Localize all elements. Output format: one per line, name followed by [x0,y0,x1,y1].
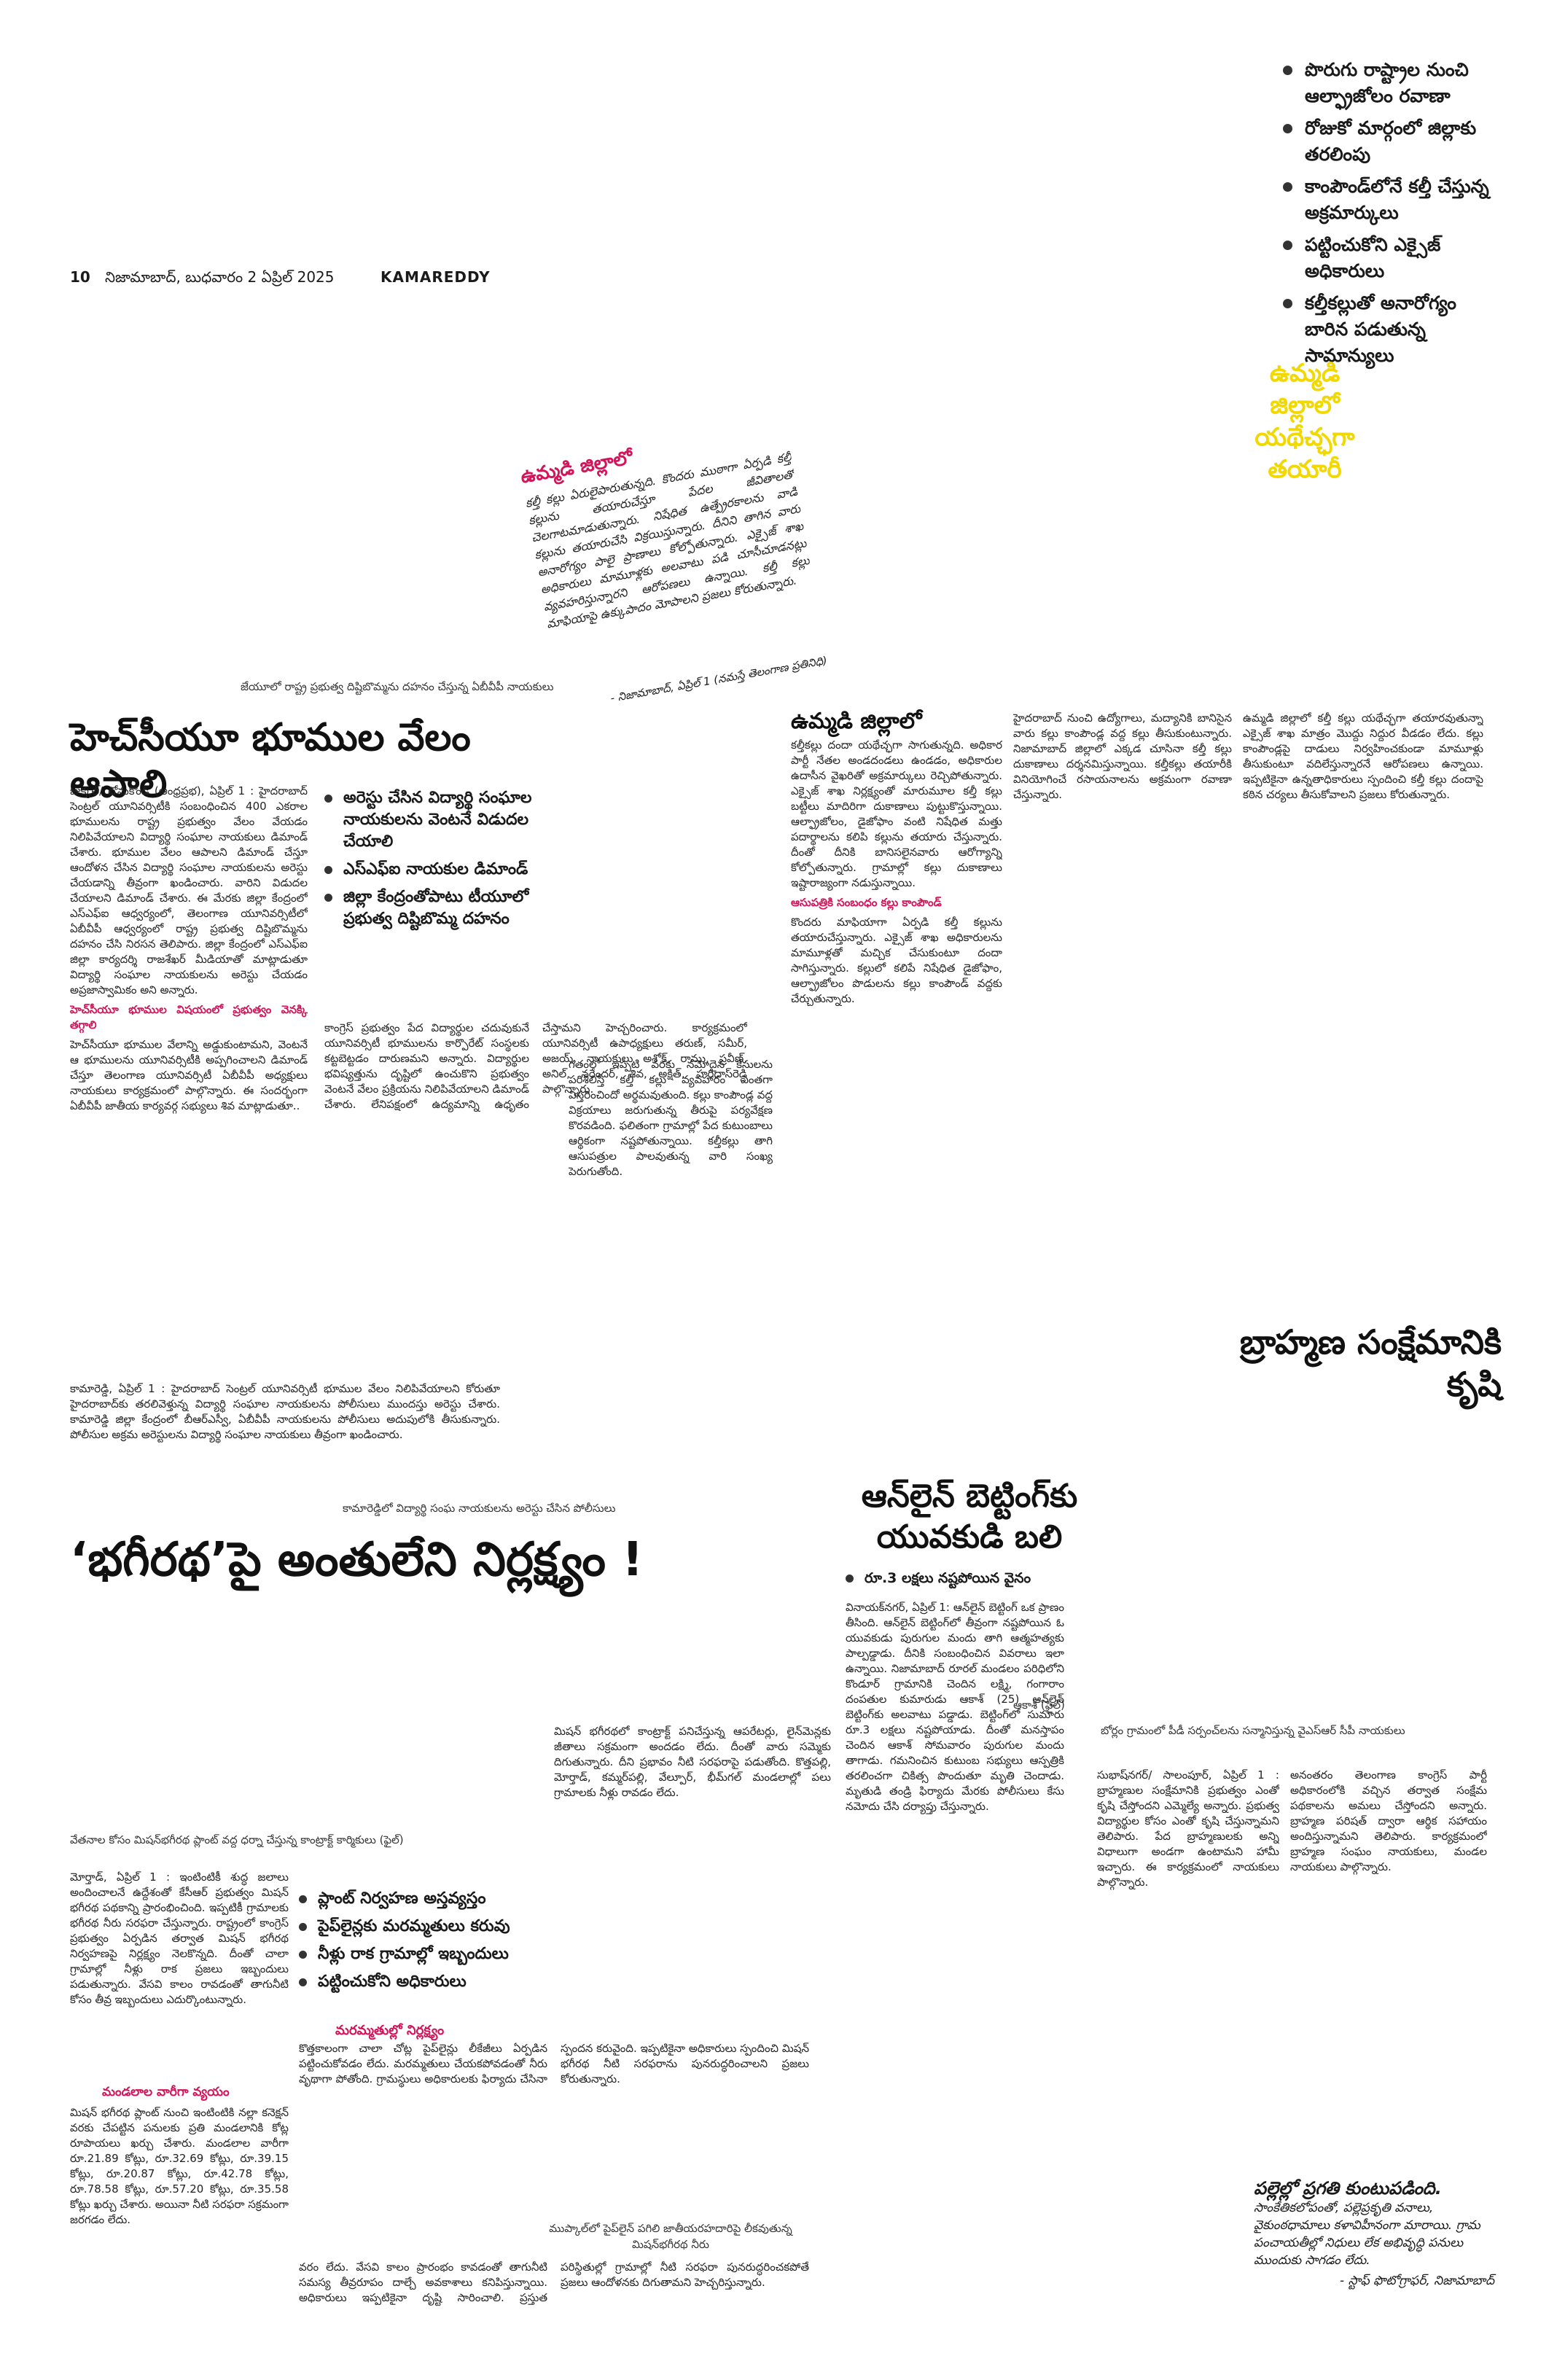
bhagiratha-body5: వరం లేదు. వేసవి కాలం ప్రారంభం కావడంతో తా… [299,2260,809,2304]
bhagiratha-body3: మిషన్ భగీరథలో కాంట్రాక్ట్ పనిచేస్తున్న ఆ… [554,1725,831,1799]
brahmin-caption: బోర్లం గ్రామంలో పీడీ సర్పంచ్‌లను సన్మాని… [1101,1724,1405,1737]
bullet-item: కాంపౌండ్‌లోనే కల్తీ చేస్తున్న అక్రమార్కు… [1283,173,1502,226]
bhagiratha-bullets: ప్లాంట్ నిర్వహణ అస్తవ్యస్తం పైప్‌లైన్లకు… [299,1888,547,1999]
top-right-bullets: పొరుగు రాష్ట్రాల నుంచి ఆల్ఫ్రాజోలం రవాణా… [1283,57,1502,375]
bullet-dot-icon [299,1978,307,1986]
bullet-item: రూ.3 లక్షలు నష్టపోయిన వైనం [846,1567,1152,1589]
bullet-dot-icon [1283,241,1292,250]
bullet-dot-icon [324,795,332,803]
bullet-dot-icon [1283,299,1292,308]
section-name: KAMAREDDY [381,268,491,286]
betting-photo-caption: ఆకాశ్ (ఫైల్) [1013,1698,1065,1712]
hcu-subhead: హెచ్‌సీయూ భూముల విషయంలో ప్రభుత్వం వెనక్క… [70,1003,308,1031]
bullet-dot-icon [1283,66,1292,75]
page-number: 10 [70,268,90,286]
bullet-dot-icon [324,894,332,902]
bullet-dot-icon [324,866,332,874]
bullet-item: ఎస్ఎఫ్ఐ నాయకుల డిమాండ్ [324,859,536,881]
bullet-dot-icon [299,1951,307,1959]
bullet-item: పొరుగు రాష్ట్రాల నుంచి ఆల్ఫ్రాజోలం రవాణా [1283,57,1502,109]
bullet-dot-icon [1283,182,1292,192]
bullet-dot-icon [846,1575,854,1583]
bullet-item: పట్టించుకోని ఎక్సైజ్ అధికారులు [1283,232,1502,284]
arrest-caption: కామారెడ్డిలో విద్యార్థి సంఘ నాయకులను అరె… [343,1502,616,1515]
betting-headline: ఆన్‌లైన్ బెట్టింగ్‌కు యువకుడి బలి [861,1478,1078,1556]
bullet-item: రోజుకో మార్గంలో జిల్లాకు తరలింపు [1283,115,1502,168]
hcu-headline: హెచ్‌సీయూ భూముల వేలం ఆపాలి [70,716,471,806]
bullet-item: నీళ్లు రాక గ్రామాల్లో ఇబ్బందులు [299,1943,547,1965]
page-header: 10 నిజామాబాద్, బుధవారం 2 ఏప్రిల్ 2025 KA… [70,268,835,290]
hcu-body-right: కాంగ్రెస్ ప్రభుత్వం పేద విద్యార్థుల చదువ… [324,1021,747,1111]
bullet-dot-icon [299,1923,307,1931]
edition-date: నిజామాబాద్, బుధవారం 2 ఏప్రిల్ 2025 [105,268,335,286]
ummadi-col1-subhead: ఆసుపత్రికి సంబంధం కల్లు కాంపౌండ్ [791,896,942,909]
yellow-tag: ఉమ్మడి జిల్లాలో యథేచ్ఛగా తయారీ [1254,359,1355,484]
brahmin-body: సుభాష్‌నగర్/ సాలంపూర్, ఏప్రిల్ 1 : బ్రాహ… [1097,1768,1279,1889]
brahmin-body2: అనంతరం తెలంగాణ కాంగ్రెస్ పార్టీ అధికారంల… [1290,1768,1487,1873]
bottom-right-headline: పల్లెల్లో ప్రగతి కుంటుపడింది. [1254,2178,1442,2198]
bhagiratha-pink-subhead: మరమ్మతుల్లో నిర్లక్ష్యం [335,2023,445,2038]
bullet-item: పైప్‌లైన్లకు మరమ్మతులు కరువు [299,1916,547,1938]
ummadi-rotated-body: కల్తీ కల్లు ఏరులైపారుతున్నది. కొందరు ముఠ… [524,450,811,631]
ummadi-col2: గతంలో ఇప్పటి వరకు నమోదైన కేసులను పరిశీలి… [569,1058,773,1178]
bhagiratha-headline: ‘భగీరథ’పై అంతులేని నిర్లక్ష్యం ! [70,1533,644,1587]
bullet-item: అరెస్టు చేసిన విద్యార్థి సంఘాల నాయకులను … [324,787,536,853]
bullet-dot-icon [299,1895,307,1903]
bhagiratha-caption2: ముప్కాల్‌లో పైప్‌లైన్ పగిలి జాతీయరహదారిప… [549,2222,792,2251]
bhagiratha-body1: మోర్తాడ్, ఏప్రిల్ 1 : ఇంటింటికీ శుద్ధ జల… [70,1870,289,2006]
ummadi-col1: కల్తీకల్లు దందా యథేచ్ఛగా సాగుతున్నది. అధ… [791,738,1002,1005]
bhagiratha-body4: కొత్తకాలంగా చాలా చోట్ల పైప్‌లైన్లు లీకేజ… [299,2042,809,2086]
ummadi-col4: ఉమ్మడి జిల్లాలో కల్తీ కల్లు యథేచ్ఛగా తయా… [1243,711,1483,801]
hcu-body: జుక్కల్/ దోమకొండ్ (ఆంధ్రప్రభ), ఏప్రిల్ 1… [70,784,308,1112]
bullet-item: కల్తీకల్లుతో అనారోగ్యం బారిన పడుతున్న సా… [1283,290,1502,369]
bullet-item: పట్టించుకోని అధికారులు [299,1971,547,1993]
bhagiratha-pink-subhead2: మండలాల వారీగా వ్యయం [102,2085,230,2099]
ummadi-kicker: ఉమ్మడి జిల్లాలో [791,709,922,734]
betting-bullet: రూ.3 లక్షలు నష్టపోయిన వైనం [846,1567,1152,1595]
bullet-item: జిల్లా కేంద్రంతోపాటు టీయూలో ప్రభుత్వ దిష… [324,886,536,930]
bullet-item: ప్లాంట్ నిర్వహణ అస్తవ్యస్తం [299,1888,547,1910]
ummadi-rotated-block: ఉమ్మడి జిల్లాలో కల్తీ కల్లు ఏరులైపారుతున… [519,420,829,717]
bullet-dot-icon [1283,124,1292,133]
bhagiratha-body2: మిషన్ భగీరథ ప్లాంట్ నుంచి ఇంటింటికి నల్ల… [70,2106,289,2226]
bottom-right-block: పల్లెల్లో ప్రగతి కుంటుపడింది. సాంకేతికలో… [1254,2180,1494,2290]
bottom-right-byline: - స్టాఫ్ ఫొటోగ్రాఫర్, నిజామాబాద్ [1340,2274,1494,2288]
ummadi-col3: హైదరాబాద్ నుంచి ఉద్యోగాలు, మద్యానికి బాన… [1013,711,1232,801]
betting-body: వినాయక్‌నగర్, ఏప్రిల్ 1: ఆన్‌లైన్ బెట్టి… [846,1601,1064,1813]
brahmin-headline: బ్రాహ్మణ సంక్షేమానికి కృషి [1239,1322,1502,1404]
bhagiratha-caption: వేతనాల కోసం మిషన్‌భగీరథ ప్లాంట్ వద్ద ధర్… [70,1833,404,1846]
hcu-kicker: జేయూలో రాష్ట్ర ప్రభుత్వ దిష్టిబొమ్మను దహ… [241,680,554,693]
arrest-body: కామారెడ్డి, ఏప్రిల్ 1 : హైదరాబాద్ సెంట్ర… [70,1382,500,1441]
bottom-right-body: సాంకేతికలోపంతో, పల్లెప్రకృతి వనాలు, వైకు… [1254,2201,1480,2268]
hcu-bullets: అరెస్టు చేసిన విద్యార్థి సంఘాల నాయకులను … [324,787,536,936]
